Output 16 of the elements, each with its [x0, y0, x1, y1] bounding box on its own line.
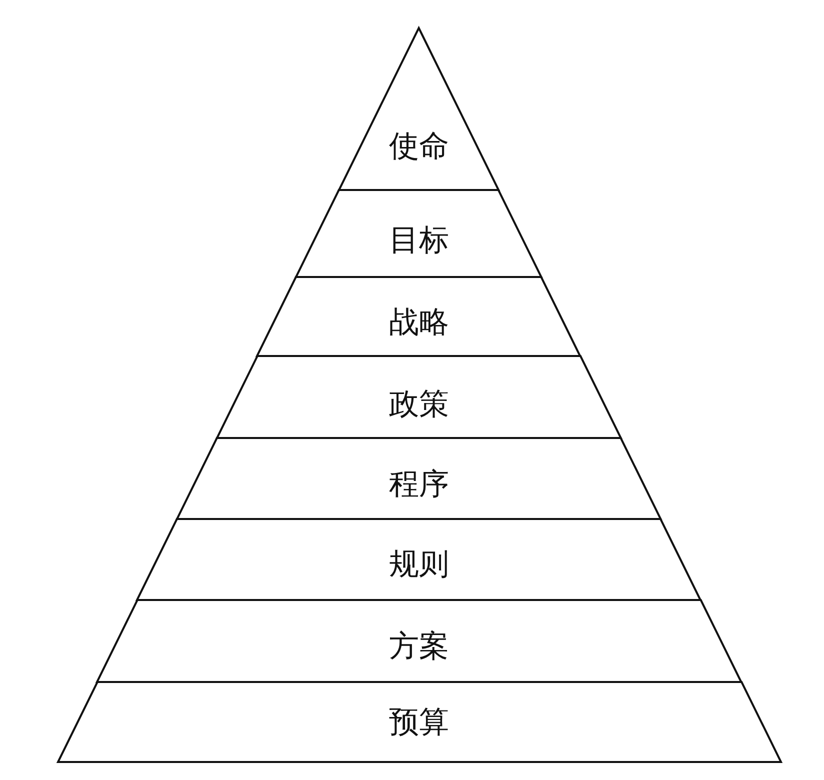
tier-label: 方案	[388, 629, 449, 665]
tier-label: 规则	[388, 547, 449, 583]
pyramid-tier	[217, 356, 621, 438]
tier-label: 预算	[389, 705, 449, 741]
tier-label: 目标	[388, 223, 449, 259]
tier-label: 程序	[388, 467, 449, 503]
tier-label: 政策	[388, 387, 449, 423]
pyramid-tier	[58, 682, 780, 762]
pyramid-tier	[177, 438, 661, 519]
tier-label: 战略	[388, 305, 449, 341]
pyramid-tier	[339, 28, 499, 190]
tier-label: 使命	[388, 129, 449, 165]
pyramid-tier	[137, 519, 701, 600]
pyramid-tier	[96, 600, 742, 682]
pyramid-tier	[257, 277, 581, 356]
pyramid-tier	[296, 190, 542, 277]
